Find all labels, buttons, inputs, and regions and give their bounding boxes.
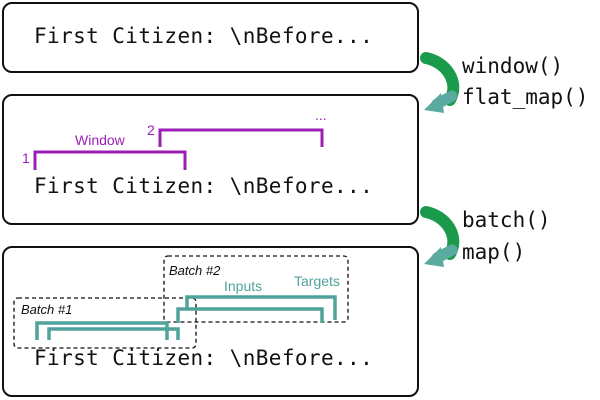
window-ellipsis: ...	[315, 107, 327, 123]
batch2-input-bracket	[176, 307, 324, 323]
sequence-text-raw: First Citizen: \nBefore...	[34, 24, 374, 48]
window-bracket-1	[33, 150, 187, 170]
batch-2-label: Batch #2	[169, 263, 221, 278]
window-label: Window	[75, 132, 126, 148]
raw-text-panel	[2, 2, 419, 73]
sequence-text-windowed: First Citizen: \nBefore...	[34, 174, 374, 198]
sequence-text-batched: First Citizen: \nBefore...	[34, 346, 374, 370]
input-target-brackets	[35, 295, 337, 340]
batch1-input-bracket	[35, 321, 169, 340]
op-batch: batch()	[462, 208, 551, 232]
batch-1-label: Batch #1	[21, 302, 72, 317]
batch2-target-bracket	[185, 295, 337, 320]
op-map: map()	[462, 240, 526, 264]
targets-label: Targets	[294, 273, 340, 289]
inputs-label: Inputs	[224, 278, 262, 294]
window-panel	[2, 94, 419, 225]
curved-arrow-icon-2	[420, 206, 460, 267]
batch-2-box	[163, 255, 349, 323]
window-marker-1: 1	[22, 150, 30, 166]
batch1-target-bracket	[47, 327, 180, 340]
window-brackets	[33, 128, 324, 170]
curved-arrow-icon-1	[420, 52, 460, 113]
batch-1-box	[13, 297, 197, 349]
window-marker-2: 2	[147, 122, 155, 138]
op-window: window()	[462, 54, 564, 78]
op-flat-map: flat_map()	[462, 85, 589, 109]
window-bracket-2	[158, 128, 324, 147]
